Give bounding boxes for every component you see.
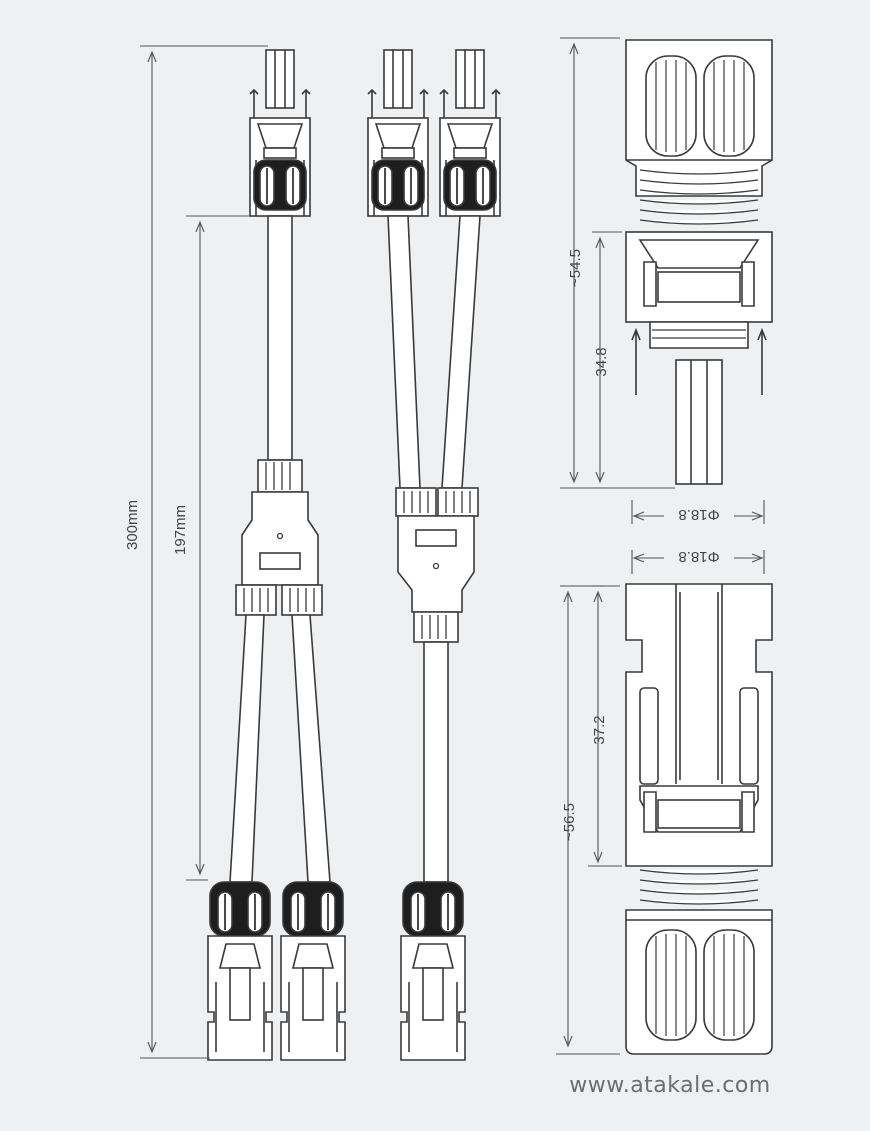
male-diameter-label: Φ18.8 — [678, 506, 719, 523]
female-connector-detail — [625, 583, 773, 1055]
male-overall-label: ~54.5 — [567, 249, 584, 287]
male-pin-label: 34.8 — [593, 347, 610, 376]
female-diameter-label: Φ18.8 — [678, 548, 719, 565]
male-dimension-lines — [560, 37, 765, 524]
female-dimension-top — [631, 550, 765, 574]
total-length-label: 300mm — [124, 500, 141, 550]
male-connector-detail — [625, 39, 773, 485]
female-dimension-lines — [556, 585, 622, 1055]
female-inner-label: 37.2 — [591, 715, 608, 744]
left-y-branch-cable — [207, 49, 346, 1061]
branch-length-label: 197mm — [172, 505, 189, 555]
right-y-branch-cable — [367, 49, 501, 1061]
watermark: www.atakale.com — [569, 1073, 771, 1098]
dimension-lines — [140, 45, 268, 1059]
female-overall-label: ~56.5 — [561, 803, 578, 841]
